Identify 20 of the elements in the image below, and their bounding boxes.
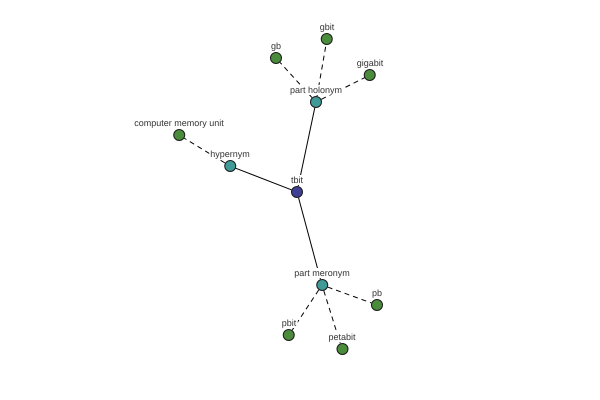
connector-line xyxy=(292,290,320,330)
connector-line xyxy=(280,62,312,98)
node-label: gb xyxy=(270,41,282,51)
connector-line xyxy=(298,197,321,280)
node-label: petabit xyxy=(327,332,357,342)
node-label: part meronym xyxy=(293,268,351,278)
connector-line xyxy=(235,168,292,190)
node-label: hypernym xyxy=(209,149,251,159)
node-label: pb xyxy=(371,288,383,298)
node-label: gigabit xyxy=(356,58,384,68)
node-label: pbit xyxy=(280,318,298,328)
node-label: gbit xyxy=(318,22,336,32)
node-label: part holonym xyxy=(288,85,344,95)
connector-line xyxy=(298,107,316,187)
node-label: tbit xyxy=(290,175,304,185)
node-label: computer memory unit xyxy=(133,118,225,128)
connector-line xyxy=(323,290,341,344)
connector-line xyxy=(316,44,326,97)
connector-line xyxy=(184,138,226,164)
connector-line xyxy=(327,286,372,304)
